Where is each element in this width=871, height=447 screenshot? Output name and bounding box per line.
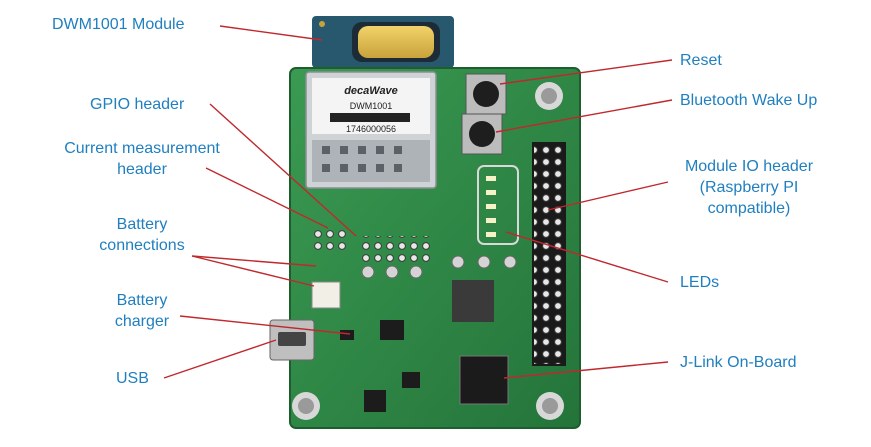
label-current-line1: Current measurement	[64, 140, 220, 157]
current-measurement-header	[312, 226, 346, 250]
label-battery-connections: Battery connections	[72, 214, 212, 256]
label-battery-charger: Battery charger	[82, 290, 202, 332]
leader-lines	[163, 25, 673, 379]
usb-connector	[269, 319, 315, 361]
battery-connector	[311, 281, 341, 309]
label-current-line2: header	[117, 161, 167, 178]
label-module-io-header: Module IO header (Raspberry PI compatibl…	[664, 156, 834, 219]
label-battery-charger-line2: charger	[114, 313, 170, 330]
label-gpio-header: GPIO header	[90, 96, 185, 113]
label-current-measurement: Current measurement header	[42, 138, 242, 180]
label-battery-conn-line1: Battery	[116, 216, 168, 233]
jlink-area	[452, 280, 509, 405]
label-battery-conn-line2: connections	[99, 237, 185, 254]
charger-components	[340, 320, 420, 412]
label-module-io-line2: (Raspberry PI	[699, 179, 799, 196]
brand-text: decaWave	[344, 85, 398, 97]
label-usb: USB	[116, 370, 149, 387]
label-dwm1001-module: DWM1001 Module	[52, 16, 185, 33]
module-io-header	[532, 142, 566, 366]
model-text: DWM1001	[350, 101, 393, 111]
leds	[477, 165, 519, 245]
label-reset: Reset	[680, 52, 722, 69]
label-jlink-on-board: J-Link On-Board	[680, 354, 797, 371]
label-module-io-line1: Module IO header	[684, 158, 814, 175]
label-module-io-line3: compatible)	[707, 200, 791, 217]
bluetooth-button-component	[461, 113, 503, 155]
label-leds: LEDs	[680, 274, 720, 291]
test-points	[361, 255, 517, 279]
gpio-header	[360, 236, 430, 264]
reset-button-component	[465, 73, 507, 115]
dwm1001-antenna	[312, 16, 454, 68]
label-battery-charger-line1: Battery	[116, 292, 168, 309]
label-bluetooth-wake-up: Bluetooth Wake Up	[680, 92, 818, 109]
dwm1001-module: decaWave DWM1001 1746000056	[305, 71, 437, 189]
serial-text: 1746000056	[346, 124, 396, 134]
